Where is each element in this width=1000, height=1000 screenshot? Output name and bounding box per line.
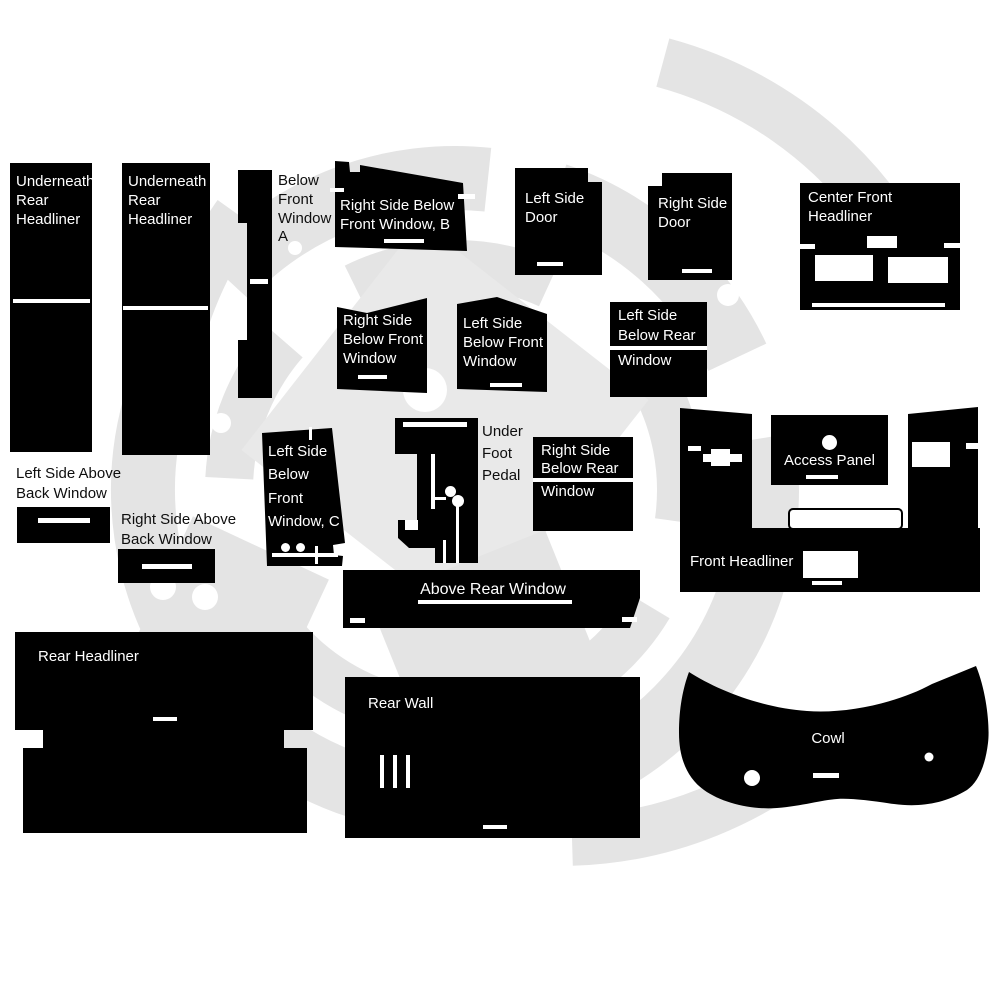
- slit-mark: [431, 454, 435, 509]
- rivet-dot-mark: [296, 543, 305, 552]
- edge-tick-mark: [315, 546, 318, 564]
- edge-tick-mark: [966, 443, 978, 449]
- label-underneath-rear-headliner-right: Underneath Rear Headliner: [128, 173, 207, 228]
- rivet-dot-mark: [445, 486, 456, 497]
- label-left-side-below-front-window-c: Left Side Below Front Window, C: [268, 443, 340, 530]
- score-line-mark: [610, 346, 707, 350]
- dash-mark: [434, 497, 446, 500]
- label-left-side-below-front-window: Left Side Below Front Window: [463, 315, 544, 370]
- dash-mark: [142, 564, 192, 569]
- slit-mark: [406, 755, 410, 788]
- cutout-mark: [815, 255, 873, 281]
- piece-left-side-door: [515, 168, 602, 275]
- label-right-side-door: Right Side Door: [658, 195, 728, 231]
- slit-mark: [456, 504, 459, 563]
- connector-cutout-mark: [711, 449, 730, 466]
- score-line-mark: [272, 553, 338, 557]
- edge-tick-mark: [944, 243, 960, 248]
- label-below-front-window-a: Below Front Window A: [278, 172, 332, 246]
- piece-left-side-below-front-window: [457, 297, 547, 392]
- dash-mark: [812, 581, 842, 585]
- edge-tick-mark: [330, 188, 344, 192]
- rivet-dot-mark: [281, 543, 290, 552]
- dash-mark: [537, 262, 563, 266]
- score-line-mark: [533, 478, 633, 482]
- label-access-panel: Access Panel: [784, 452, 875, 469]
- score-line-mark: [123, 306, 208, 310]
- label-cowl: Cowl: [811, 730, 845, 747]
- dash-mark: [682, 269, 712, 273]
- label-rear-wall: Rear Wall: [368, 695, 434, 712]
- label-above-rear-window: Above Rear Window: [420, 581, 566, 598]
- cutout-mark: [912, 442, 950, 467]
- label-left-side-below-rear-window-bottom: Window: [618, 352, 672, 369]
- cutout-mark: [888, 257, 948, 283]
- piece-left-side-below-front-window-c: [262, 428, 345, 566]
- label-left-side-door: Left Side Door: [525, 190, 585, 226]
- piece-access-panel: [771, 415, 888, 485]
- dash-mark: [806, 475, 838, 479]
- score-line-mark: [13, 299, 90, 303]
- cutout-mark: [803, 551, 858, 578]
- label-right-side-below-front-window: Right Side Below Front Window: [343, 312, 424, 367]
- label-right-side-below-rear-window-top: Right Side Below Rear: [541, 442, 619, 477]
- piece-underneath-rear-headliner-left: [10, 163, 92, 452]
- piece-cowl: [679, 666, 989, 809]
- edge-tick-mark: [309, 427, 312, 440]
- notch-mark: [405, 520, 418, 530]
- label-right-side-below-front-window-b: Right Side Below Front Window, B: [340, 197, 455, 233]
- edge-tick-mark: [800, 244, 815, 249]
- cutout-mark: [867, 236, 897, 248]
- label-right-side-above-back-window: Right Side Above Back Window: [121, 511, 237, 548]
- piece-above-rear-window: [343, 570, 640, 628]
- cowl-hole-right: [924, 752, 934, 762]
- piece-left-side-above-back-window: [17, 507, 110, 543]
- edge-tick-mark: [458, 194, 475, 199]
- hole-dot-mark: [822, 435, 837, 450]
- label-rear-headliner: Rear Headliner: [38, 648, 139, 665]
- dash-mark: [384, 239, 424, 243]
- label-underneath-rear-headliner-left: Underneath Rear Headliner: [16, 173, 95, 228]
- dash-mark: [153, 717, 177, 721]
- slit-mark: [393, 755, 397, 788]
- label-left-side-below-rear-window-top: Left Side Below Rear: [618, 307, 696, 344]
- label-right-side-below-rear-window-bottom: Window: [541, 483, 595, 500]
- edge-tick-mark: [688, 446, 701, 451]
- dash-mark: [483, 825, 507, 829]
- slit-mark: [443, 540, 446, 563]
- piece-rear-headliner: [15, 632, 313, 833]
- piece-right-side-below-rear-window: [533, 437, 633, 531]
- dash-mark: [813, 773, 839, 778]
- label-under-foot-pedal: Under Foot Pedal: [482, 423, 523, 484]
- cowl-hole-left: [744, 770, 760, 786]
- label-center-front-headliner: Center Front Headliner: [808, 189, 893, 225]
- label-front-headliner: Front Headliner: [690, 553, 794, 570]
- score-line-mark: [403, 422, 467, 427]
- dash-mark: [38, 518, 90, 523]
- piece-right-side-door: [648, 173, 732, 280]
- score-line-mark: [812, 303, 945, 307]
- label-left-side-above-back-window: Left Side Above Back Window: [16, 465, 122, 503]
- dash-mark: [490, 383, 522, 387]
- rivet-dot-mark: [452, 495, 464, 507]
- underline-mark: [418, 600, 572, 604]
- piece-under-foot-pedal-foot: [398, 520, 438, 548]
- dash-mark: [250, 279, 268, 284]
- slit-mark: [380, 755, 384, 788]
- edge-tick-mark: [350, 618, 365, 623]
- recess-strip: [788, 508, 903, 530]
- edge-tick-mark: [622, 617, 637, 622]
- dash-mark: [358, 375, 387, 379]
